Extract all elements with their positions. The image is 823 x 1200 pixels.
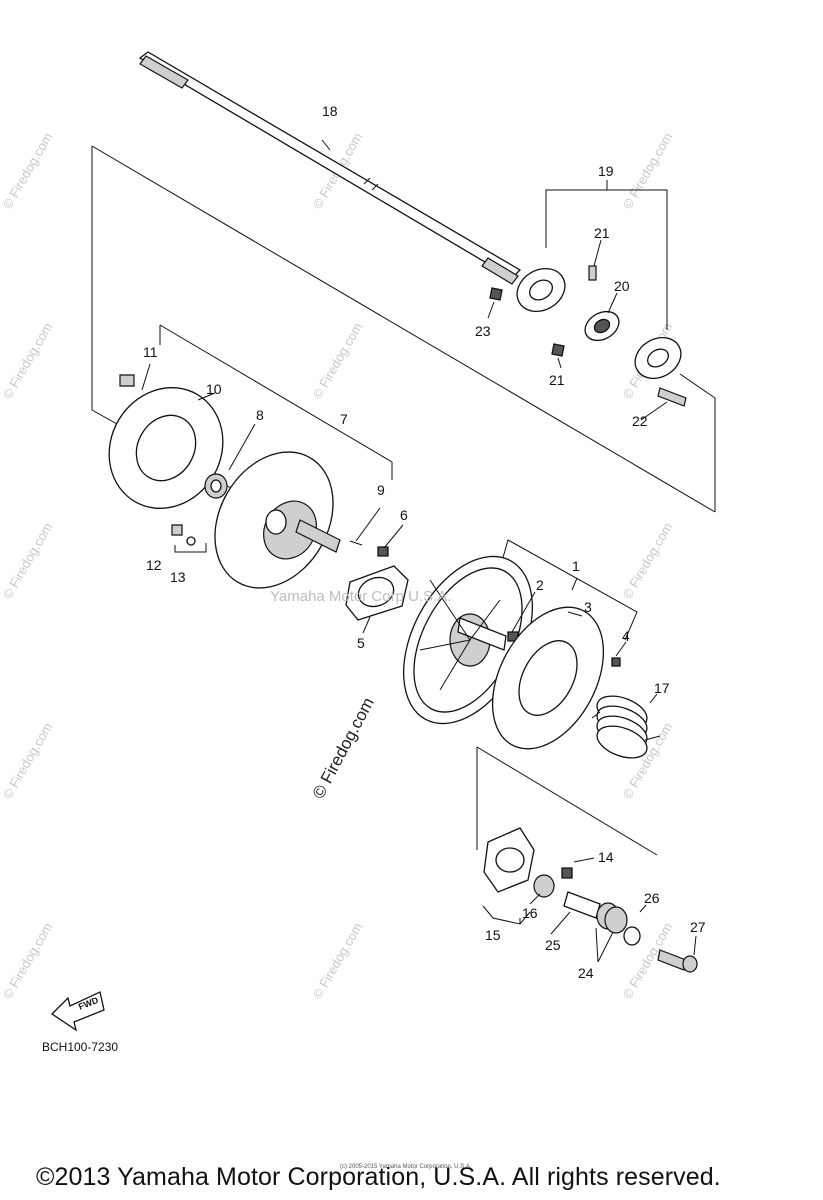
callout-21: 21 xyxy=(594,225,610,241)
callout-9: 9 xyxy=(377,482,385,498)
watermark: © Firedog.com xyxy=(0,920,55,1002)
fwd-arrow-icon: FWD xyxy=(50,991,105,1032)
copyright-footer: ©2013 Yamaha Motor Corporation, U.S.A. A… xyxy=(36,1163,721,1191)
fixed-sheave-group xyxy=(108,363,404,589)
callout-18: 18 xyxy=(322,103,338,119)
callout-1: 1 xyxy=(572,558,580,574)
callout-8: 8 xyxy=(256,407,264,423)
callout-13: 13 xyxy=(170,569,186,585)
callout-19: 19 xyxy=(598,163,614,179)
callout-21: 21 xyxy=(549,372,565,388)
watermark: © Firedog.com xyxy=(0,520,55,602)
callout-10: 10 xyxy=(206,381,222,397)
callout-23: 23 xyxy=(475,323,491,339)
callout-12: 12 xyxy=(146,557,162,573)
callout-26: 26 xyxy=(644,890,660,906)
watermark: © Firedog.com xyxy=(309,694,378,802)
bearing-assembly xyxy=(487,239,687,421)
callout-14: 14 xyxy=(598,849,614,865)
callout-22: 22 xyxy=(632,413,648,429)
center-watermark: Yamaha Motor Corp U.S.A. xyxy=(270,588,452,605)
callout-3: 3 xyxy=(584,599,592,615)
tiny-copyright: (c) 2005-2015 Yamaha Motor Corporation, … xyxy=(340,1164,472,1170)
callout-16: 16 xyxy=(522,905,538,921)
assembly-frame xyxy=(91,145,716,963)
callout-4: 4 xyxy=(622,628,630,644)
callout-6: 6 xyxy=(400,507,408,523)
watermark: © Firedog.com xyxy=(620,520,676,602)
diagram-code: BCH100-7230 xyxy=(42,1040,119,1054)
watermark: © Firedog.com xyxy=(0,320,55,402)
watermark: © Firedog.com xyxy=(0,720,55,802)
callout-5: 5 xyxy=(357,635,365,651)
gasket-5 xyxy=(345,565,409,634)
watermark: © Firedog.com xyxy=(0,130,55,212)
callout-25: 25 xyxy=(545,937,561,953)
callout-27: 27 xyxy=(690,919,706,935)
callout-17: 17 xyxy=(654,680,670,696)
plate-3 xyxy=(491,606,627,750)
cam-assembly xyxy=(483,827,698,973)
callout-15: 15 xyxy=(485,927,501,943)
watermark: © Firedog.com xyxy=(310,920,366,1002)
shaft-18 xyxy=(138,51,522,285)
callout-11: 11 xyxy=(143,344,158,360)
callout-24: 24 xyxy=(578,965,594,981)
callout-20: 20 xyxy=(614,278,630,294)
callout-labels: 1 2 3 4 5 6 7 8 9 10 11 12 13 14 15 16 1… xyxy=(143,103,706,981)
watermark: © Firedog.com xyxy=(310,320,366,402)
callout-2: 2 xyxy=(536,577,544,593)
callout-7: 7 xyxy=(340,411,348,427)
spring-17 xyxy=(591,693,661,759)
